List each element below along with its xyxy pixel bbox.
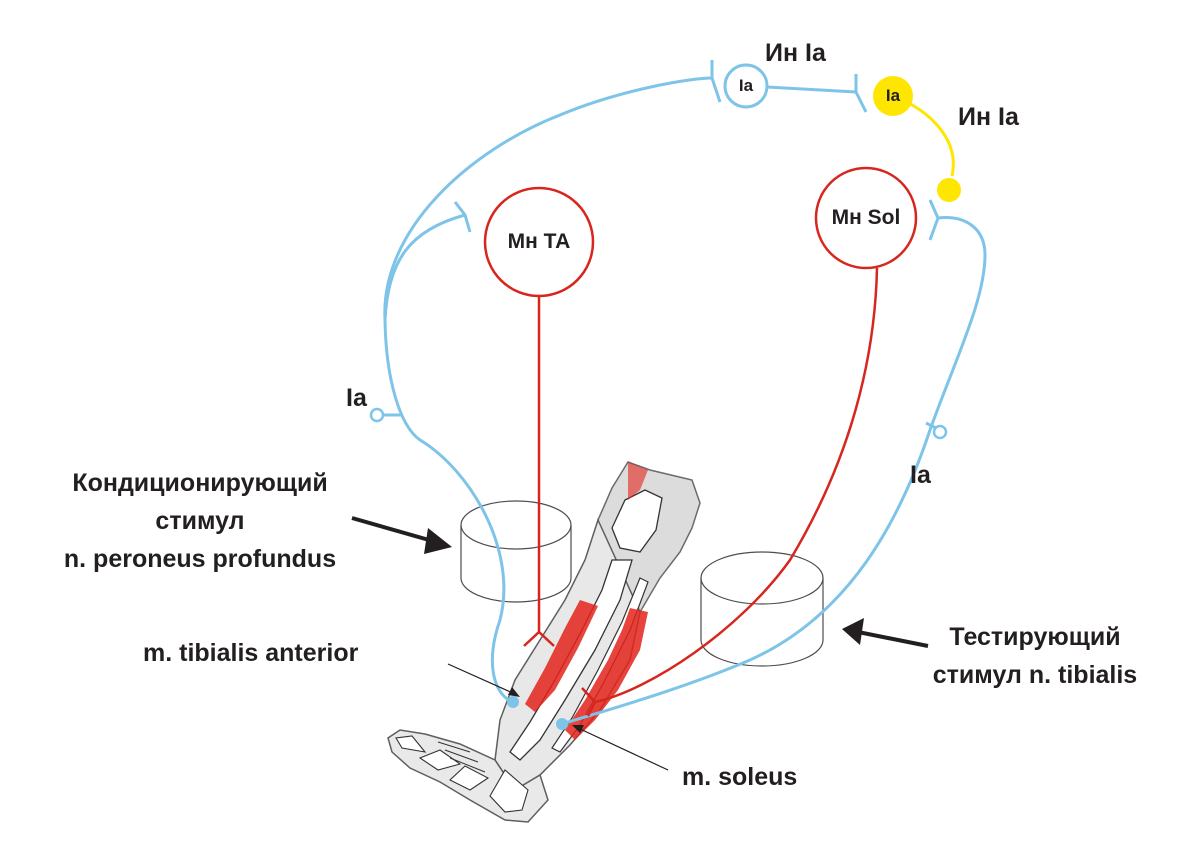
arrow-testing (842, 618, 929, 648)
motoneuron-ta (483, 186, 595, 647)
label-conditioning-1: Кондиционирующий (72, 469, 328, 497)
label-conditioning-2: стимул (155, 507, 245, 535)
electrode-left (460, 500, 572, 603)
label-mn-ta: Мн ТА (507, 230, 571, 253)
blue-interneuron-node (723, 63, 769, 109)
label-testing-1: Тестирующий (949, 623, 1121, 651)
inhibitory-interneuron (873, 76, 961, 202)
label-soleus: m. soleus (682, 763, 798, 791)
synapse-forks (453, 60, 940, 241)
label-ia-left: Ia (346, 384, 367, 412)
pointer-soleus (572, 725, 669, 771)
label-interneuron-right: Ин Ia (958, 103, 1019, 131)
afferent-pathways (383, 76, 987, 726)
label-mn-sol: Мн Sol (831, 206, 901, 229)
motoneuron-sol (581, 166, 918, 717)
label-interneuron-top: Ин Ia (765, 39, 826, 67)
arrow-conditioning (351, 516, 452, 554)
pointer-tibialis (447, 663, 520, 697)
label-yellow-node: Ia (885, 86, 901, 105)
label-conditioning-3: n. peroneus profundus (63, 545, 337, 573)
electrode-right (700, 551, 824, 667)
leg-illustration (387, 461, 701, 823)
label-ia-right: Ia (910, 461, 931, 489)
label-blue-node: Ia (738, 76, 754, 95)
label-testing-2: стимул n. tibialis (932, 661, 1138, 689)
label-tibialis-anterior: m. tibialis anterior (143, 639, 359, 667)
afferent-terminals (507, 696, 568, 730)
afferent-knobs (369, 407, 948, 440)
